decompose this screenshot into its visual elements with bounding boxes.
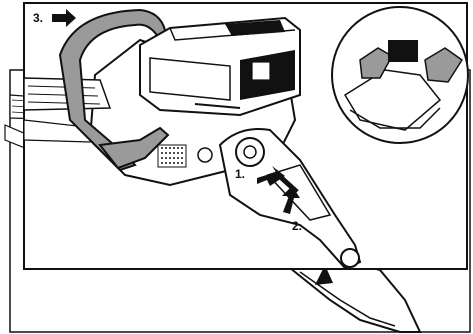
gloved-hand-left (359, 47, 394, 79)
inset-battery (388, 40, 418, 62)
gloved-hand-right (424, 47, 464, 83)
rear-handle-lower (287, 260, 422, 333)
battery-pack (139, 16, 301, 117)
arrow-icon (315, 265, 333, 285)
detail-inset (331, 6, 469, 144)
vent-grid (157, 144, 187, 168)
arrow-icon (282, 186, 300, 214)
arrow-icon (257, 166, 285, 186)
step-3-label: 3. (33, 11, 43, 25)
battery-grip (225, 20, 285, 36)
arrow-icon (52, 9, 76, 27)
step-1-label: 1. (235, 167, 245, 181)
step-1-arrow: 1. (235, 166, 285, 186)
screw (197, 147, 213, 163)
step-2-label: 2. (292, 219, 302, 233)
step-3-arrow: 3. (33, 9, 76, 27)
step-2-arrow: 2. (282, 186, 302, 233)
